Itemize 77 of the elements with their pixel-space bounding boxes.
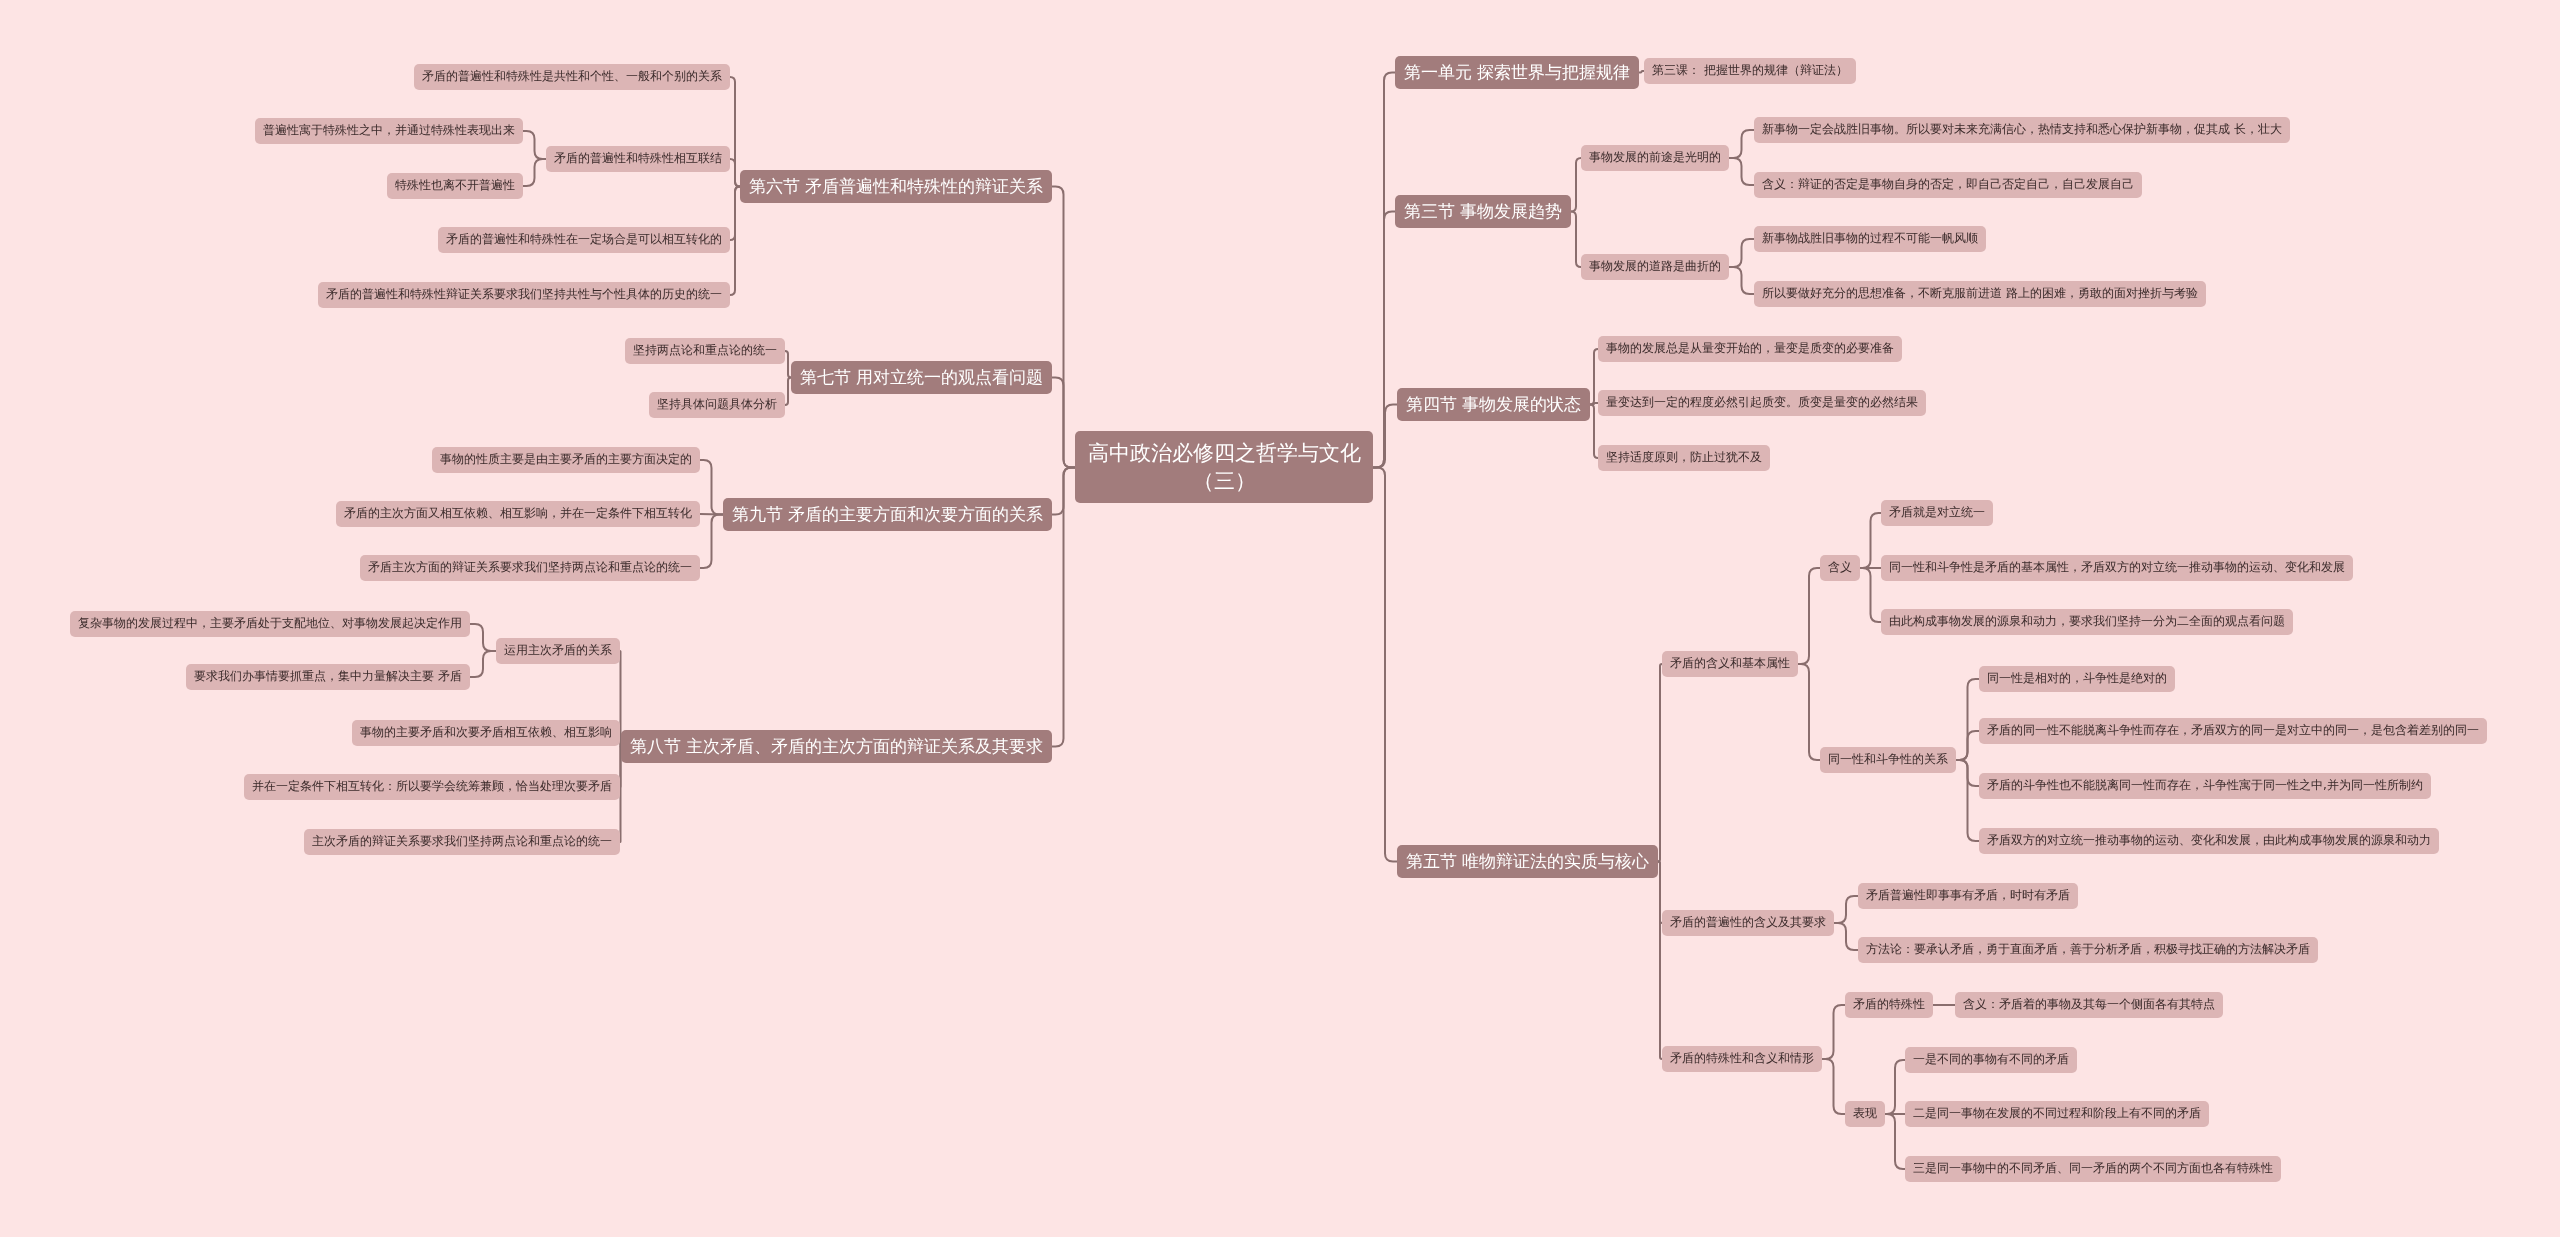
connector-line [1570,157,1582,213]
topic-box: 矛盾的斗争性也不能脱离同一性而存在，斗争性寓于同一性之中,并为同一性所制约 [1979,773,2431,799]
topic-box: 矛盾的普遍性和特殊性辩证关系要求我们坚持共性与个性具体的历史的统一 [318,282,730,308]
connector-line [1570,210,1582,268]
connector-line [469,650,497,678]
topic-box: 运用主次矛盾的关系 [496,638,620,664]
topic-box: 新事物一定会战胜旧事物。所以要对未来充满信心，热情支持和悉心保护新事物，促其成 长，壮大 [1754,117,2290,143]
topic-box: 并在一定条件下相互转化：所以要学会统筹兼顾，恰当处理次要矛盾 [244,774,620,800]
section-box: 第五节 唯物辩证法的实质与核心 [1397,844,1659,878]
connector-line [699,513,724,516]
connector-line [1372,466,1398,863]
topic-box: 矛盾的主次方面又相互依赖、相互影响，并在一定条件下相互转化 [336,501,700,527]
connector-line [619,745,622,843]
section-box: 第一单元 探索世界与把握规律 [1395,55,1640,89]
topic-box: 矛盾的特殊性 [1845,992,1933,1018]
topic-box: 三是同一事物中的不同矛盾、同一矛盾的两个不同方面也各有特殊性 [1905,1156,2281,1182]
connector-line [1728,157,1755,186]
topic-box: 主次矛盾的辩证关系要求我们坚持两点论和重点论的统一 [304,829,620,855]
topic-box: 二是同一事物在发展的不同过程和阶段上有不同的矛盾 [1905,1101,2209,1127]
topic-box: 坚持两点论和重点论的统一 [625,338,785,364]
connector-line [699,513,724,569]
connector-line [1884,1113,1906,1170]
connector-line [1728,266,1755,295]
connector-line [729,158,741,188]
topic-box: 坚持具体问题具体分析 [649,392,785,418]
topic-box: 事物发展的前途是光明的 [1581,145,1729,171]
topic-box: 矛盾主次方面的辩证关系要求我们坚持两点论和重点论的统一 [360,555,700,581]
topic-box: 一是不同的事物有不同的矛盾 [1905,1047,2077,1073]
topic-box: 普遍性寓于特殊性之中，并通过特殊性表现出来 [255,118,523,144]
connector-line [1589,403,1599,459]
topic-box: 同一性和斗争性的关系 [1820,747,1956,773]
topic-box: 矛盾普遍性即事事有矛盾，时时有矛盾 [1858,883,2078,909]
connector-line [1657,860,1663,1060]
connector-line [784,350,792,379]
section-box: 第八节 主次矛盾、矛盾的主次方面的辩证关系及其要求 [621,729,1053,763]
topic-box: 同一性是相对的，斗争性是绝对的 [1979,666,2175,692]
section-box: 第三节 事物发展趋势 [1395,194,1572,228]
topic-box: 矛盾的普遍性和特殊性在一定场合是可以相互转化的 [438,227,730,253]
topic-box: 矛盾的普遍性和特殊性是共性和个性、一般和个别的关系 [414,64,730,90]
section-box: 第七节 用对立统一的观点看问题 [791,360,1053,394]
topic-box: 矛盾的普遍性的含义及其要求 [1662,910,1834,936]
section-box: 第四节 事物发展的状态 [1397,387,1591,421]
topic-box: 矛盾的同一性不能脱离斗争性而存在，矛盾双方的同一是对立中的同一，是包含着差别的同一 [1979,718,2487,744]
topic-box: 方法论：要承认矛盾，勇于直面矛盾，善于分析矛盾，积极寻找正确的方法解决矛盾 [1858,937,2318,963]
connector-line [1051,466,1076,748]
topic-box: 矛盾就是对立统一 [1881,500,1993,526]
topic-box: 坚持适度原则，防止过犹不及 [1598,445,1770,471]
connector-line [1657,663,1663,863]
connector-line [1638,70,1645,74]
topic-box: 矛盾双方的对立统一推动事物的运动、变化和发展，由此构成事物发展的源泉和动力 [1979,828,2439,854]
section-box: 第六节 矛盾普遍性和特殊性的辩证关系 [740,169,1053,203]
topic-box: 新事物战胜旧事物的过程不可能一帆风顺 [1754,226,1986,252]
connector-line [729,185,741,296]
connector-line [1932,1004,1956,1006]
topic-box: 由此构成事物发展的源泉和动力，要求我们坚持一分为二全面的观点看问题 [1881,609,2293,635]
topic-box: 含义 [1820,555,1860,581]
topic-box: 事物的主要矛盾和次要矛盾相互依赖、相互影响 [352,720,620,746]
connector-line [1589,348,1599,406]
topic-box: 事物的发展总是从量变开始的，量变是质变的必要准备 [1598,336,1902,362]
topic-box: 事物的性质主要是由主要矛盾的主要方面决定的 [432,447,700,473]
topic-box: 量变达到一定的程度必然引起质变。质变是量变的必然结果 [1598,390,1926,416]
topic-box: 含义：辩证的否定是事物自身的否定，即自己否定自己，自己发展自己 [1754,172,2142,198]
topic-box: 同一性和斗争性是矛盾的基本属性，矛盾双方的对立统一推动事物的运动、变化和发展 [1881,555,2353,581]
topic-box: 表现 [1845,1101,1885,1127]
topic-box: 第三课： 把握世界的规律（辩证法） [1644,58,1856,84]
topic-box: 矛盾的含义和基本属性 [1662,651,1798,677]
topic-box: 所以要做好充分的思想准备，不断克服前进道 路上的困难，勇敢的面对挫折与考验 [1754,281,2206,307]
topic-box: 要求我们办事情要抓重点，集中力量解决主要 矛盾 [186,664,470,690]
central-topic-box: 高中政治必修四之哲学与文化（三） [1075,430,1373,504]
section-box: 第九节 矛盾的主要方面和次要方面的关系 [723,497,1053,531]
topic-box: 事物发展的道路是曲折的 [1581,254,1729,280]
topic-box: 复杂事物的发展过程中，主要矛盾处于支配地位、对事物发展起决定作用 [70,611,470,637]
topic-box: 特殊性也离不开普遍性 [387,173,523,199]
topic-box: 含义：矛盾着的事物及其每一个侧面各有其特点 [1955,992,2223,1018]
connector-line [784,376,792,406]
topic-box: 矛盾的普遍性和特殊性相互联结 [546,146,730,172]
topic-box: 矛盾的特殊性和含义和情形 [1662,1046,1822,1072]
